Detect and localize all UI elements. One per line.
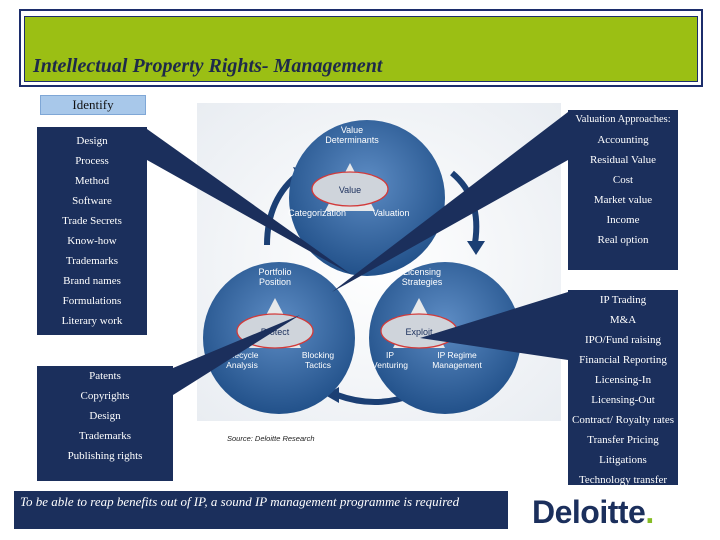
value-center-label: Value bbox=[339, 185, 361, 195]
logo-text: Deloitte bbox=[532, 494, 646, 530]
exploit-list-item: Licensing-In bbox=[594, 374, 652, 386]
valuation-list-item: Residual Value bbox=[589, 154, 657, 166]
portfolio-position-label-2: Position bbox=[259, 277, 291, 287]
blocking-tactics-label-2: Tactics bbox=[305, 360, 331, 370]
identify-list-item: Formulations bbox=[62, 295, 122, 307]
protect-list-item: Trademarks bbox=[78, 430, 132, 442]
identify-list-item: Trade Secrets bbox=[62, 215, 122, 227]
value-determinants-label-1: Value bbox=[341, 125, 363, 135]
arrow-head-bottom bbox=[325, 387, 339, 403]
valuation-list-item: Cost bbox=[612, 174, 634, 186]
protect-list-item: Copyrights bbox=[80, 390, 130, 402]
protect-list-item: Design bbox=[89, 410, 121, 422]
identify-label: Identify bbox=[40, 95, 146, 115]
identify-list-item: Know-how bbox=[67, 235, 117, 247]
valuation-heading: Valuation Approaches: bbox=[575, 114, 671, 125]
exploit-list-item: M&A bbox=[609, 314, 637, 326]
identify-list-item: Brand names bbox=[63, 275, 121, 287]
value-determinants-label-2: Determinants bbox=[325, 135, 379, 145]
exploit-list-item: Financial Reporting bbox=[579, 354, 667, 366]
exploit-list-item: Transfer Pricing bbox=[587, 434, 659, 446]
valuation-list-item: Market value bbox=[593, 194, 653, 206]
identify-list-item: Trademarks bbox=[65, 255, 119, 267]
licensing-strategies-label-2: Strategies bbox=[402, 277, 443, 287]
exploit-list-item: Technology transfer bbox=[578, 474, 668, 486]
logo-dot: . bbox=[645, 494, 654, 530]
licensing-strategies-label-1: Licensing bbox=[403, 267, 441, 277]
footer-statement: To be able to reap benefits out of IP, a… bbox=[14, 491, 508, 529]
ip-regime-label-1: IP Regime bbox=[437, 350, 477, 360]
protect-list-item: Patents bbox=[89, 370, 121, 382]
valuation-label: Valuation bbox=[373, 208, 410, 218]
protect-center-label: Protect bbox=[261, 327, 290, 337]
exploit-list-item: IP Trading bbox=[599, 294, 647, 306]
ip-venturing-label-1: IP bbox=[386, 350, 394, 360]
exploit-list-item: Licensing-Out bbox=[591, 394, 655, 406]
lifecycle-analysis-label-1: Lifecycle bbox=[225, 350, 258, 360]
ip-venturing-label-2: Venturing bbox=[372, 360, 408, 370]
identify-list-item: Process bbox=[75, 155, 109, 167]
lifecycle-analysis-label-2: Analysis bbox=[226, 360, 258, 370]
exploit-list-item: Contract/ Royalty rates bbox=[571, 414, 675, 426]
blocking-tactics-label-1: Blocking bbox=[302, 350, 334, 360]
categorization-label: Categorization bbox=[288, 208, 346, 218]
deloitte-logo: Deloitte. bbox=[532, 494, 654, 531]
identify-list-item: Software bbox=[72, 195, 112, 207]
ip-regime-label-2: Management bbox=[432, 360, 482, 370]
exploit-list-item: IPO/Fund raising bbox=[584, 334, 662, 346]
valuation-list-item: Accounting bbox=[597, 134, 649, 146]
title-banner bbox=[24, 16, 698, 82]
portfolio-position-label-1: Portfolio bbox=[258, 267, 291, 277]
identify-list-item: Literary work bbox=[61, 315, 123, 327]
valuation-list-item: Income bbox=[606, 214, 640, 226]
identify-list-item: Design bbox=[76, 135, 108, 147]
ip-management-diagram: Value Determinants Value Categorization … bbox=[197, 103, 561, 479]
exploit-list-item: Litigations bbox=[599, 454, 647, 466]
identify-list-item: Method bbox=[74, 175, 110, 187]
exploit-center-label: Exploit bbox=[405, 327, 433, 337]
protect-list-item: Publishing rights bbox=[67, 450, 143, 462]
page-title: Intellectual Property Rights- Management bbox=[33, 55, 383, 77]
source-note: Source: Deloitte Research bbox=[227, 434, 315, 443]
valuation-list-item: Real option bbox=[597, 234, 649, 246]
